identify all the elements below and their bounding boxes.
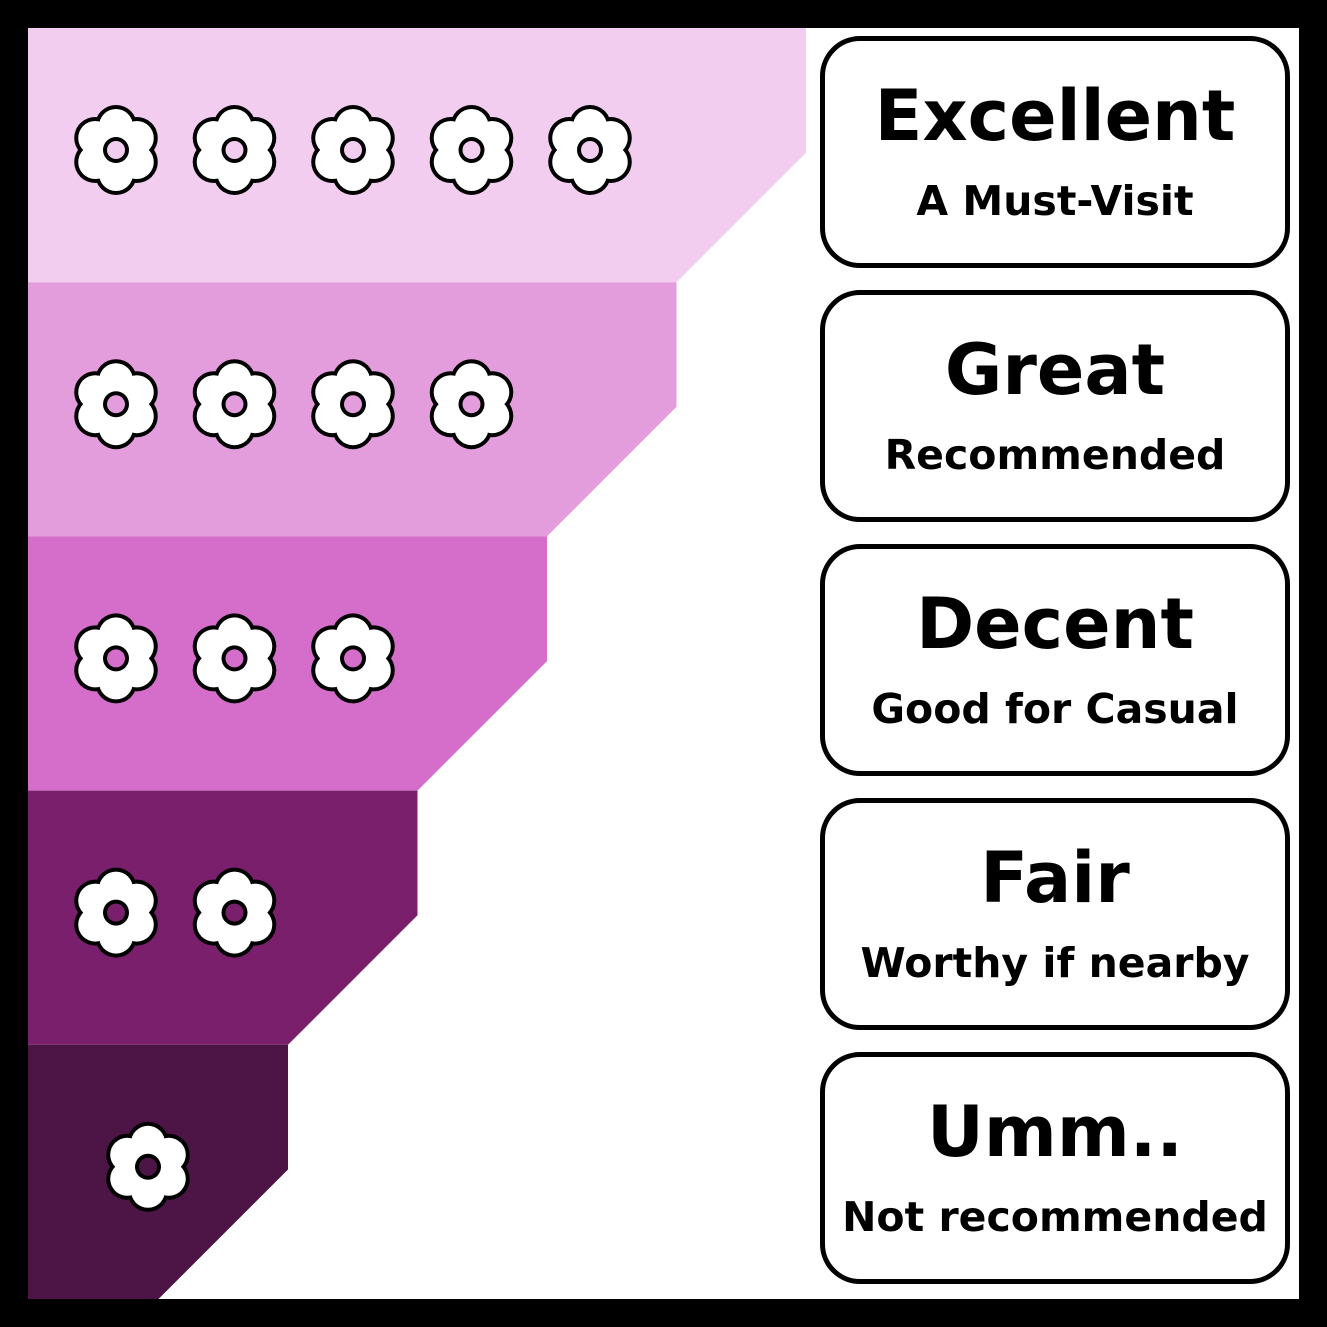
flower-icon [192, 105, 277, 195]
rating-band [28, 28, 806, 283]
tier-card-umm: Umm.. Not recommended [820, 1052, 1290, 1284]
tier-card-decent: Decent Good for Casual [820, 544, 1290, 776]
flower-icon [192, 613, 277, 704]
tier-card-great: Great Recommended [820, 290, 1290, 522]
tier-card-excellent: Excellent A Must-Visit [820, 36, 1290, 268]
flower-icon [74, 359, 158, 450]
flower-icon [74, 105, 158, 195]
tier-title: Umm.. [927, 1091, 1183, 1173]
tier-title: Excellent [874, 75, 1236, 157]
tier-subtitle: Not recommended [842, 1193, 1268, 1241]
flower-icon [548, 105, 632, 195]
tier-title: Fair [980, 837, 1130, 919]
tier-title: Decent [916, 583, 1194, 665]
flower-icon [311, 105, 395, 195]
tier-subtitle: Recommended [884, 431, 1226, 479]
flower-icon [429, 105, 514, 195]
flower-icon [192, 867, 277, 958]
flower-icon [74, 867, 158, 958]
tier-card-fair: Fair Worthy if nearby [820, 798, 1290, 1030]
flower-icon [311, 613, 395, 704]
tier-subtitle: Good for Casual [871, 685, 1239, 733]
tier-title: Great [944, 329, 1166, 411]
flower-icon [74, 613, 158, 704]
flower-icon [192, 359, 277, 450]
tier-subtitle: Worthy if nearby [860, 939, 1250, 987]
flower-icon [106, 1121, 190, 1212]
rating-band [28, 536, 547, 791]
flower-icon [429, 359, 514, 450]
flower-icon [311, 359, 395, 450]
tier-subtitle: A Must-Visit [916, 177, 1194, 225]
